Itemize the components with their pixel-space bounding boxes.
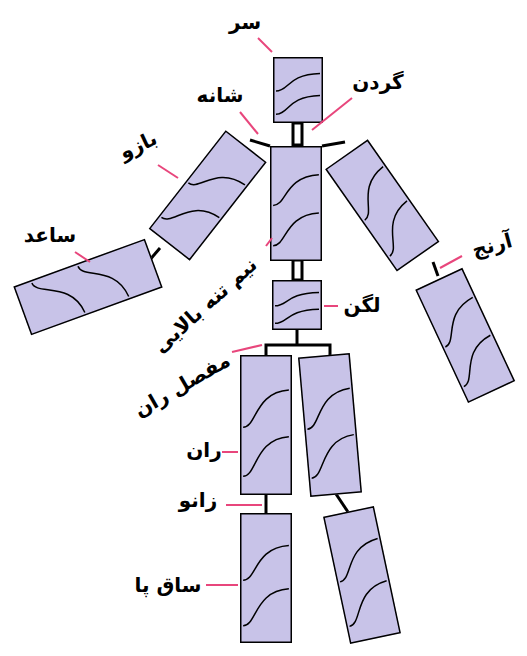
part-label: زانو [179,488,217,512]
hip-joint [296,330,299,345]
leader-line [226,504,262,506]
leader-line [206,584,238,586]
thigh-block [298,353,362,497]
part-label: ساق پا [134,573,201,597]
part-label: آرنج [469,228,514,262]
torso-block [270,146,322,261]
leader-line [75,252,90,262]
shoulder-joint [322,142,345,146]
leader-line [440,256,462,268]
leader-line [324,305,338,307]
body-segments [13,57,515,644]
part-label: گردن [352,70,403,94]
part-label: شانه [197,83,244,107]
part-label: نیم تنه بالایی [148,252,261,357]
forearm-block [13,239,162,336]
forearm-block [415,268,515,403]
part-label: ساعد [24,223,76,247]
leader-lines [75,38,462,585]
part-label: مفصل ران [130,348,234,422]
leader-line [158,165,178,178]
shoulder-joint [250,140,270,146]
part-label: ران [186,438,221,462]
shin-block [323,506,401,644]
knee-joint [336,494,348,512]
shin-block [240,513,292,643]
leader-line [240,112,258,134]
leader-line [266,238,272,246]
upper-arm-block [325,139,439,271]
leader-line [258,38,272,52]
neck-joint [293,123,302,145]
pelvis-block [272,280,322,330]
elbow-joint [433,262,438,276]
leader-line [312,98,352,130]
leader-line [232,345,262,352]
hip-joint [266,345,330,355]
leader-line [222,451,238,453]
waist-joint [293,260,302,280]
part-label: لگن [343,293,380,317]
upper-arm-block [149,130,267,261]
thigh-block [240,355,292,495]
head-block [273,57,323,123]
part-label: بازو [115,126,160,164]
part-label: سر [229,10,261,34]
knee-joint [265,495,268,513]
